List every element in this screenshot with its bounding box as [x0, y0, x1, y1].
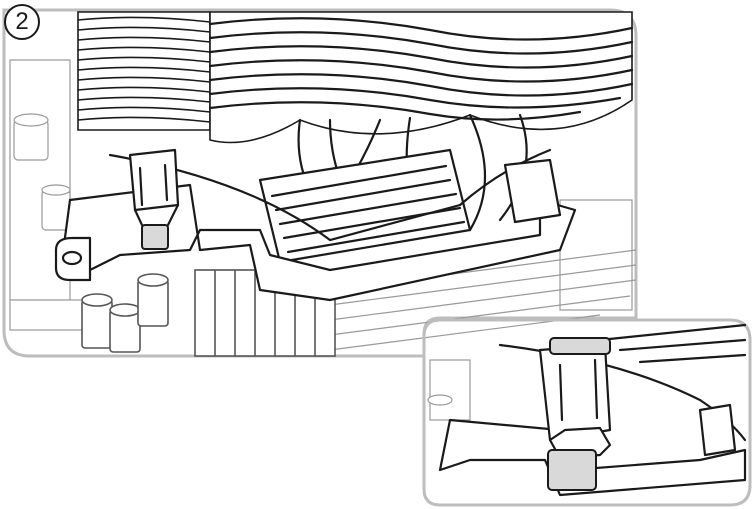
cooler-fin-stack: [77, 11, 634, 144]
step-number: 2: [15, 8, 29, 35]
retention-bracket: [54, 158, 577, 302]
retention-clip: [128, 148, 180, 250]
detail-inset: [427, 323, 747, 497]
capacitors: [81, 273, 169, 353]
cooler-base: [258, 148, 472, 264]
detail-inset-frame: [422, 318, 752, 507]
step-number-badge: 2: [4, 4, 40, 40]
